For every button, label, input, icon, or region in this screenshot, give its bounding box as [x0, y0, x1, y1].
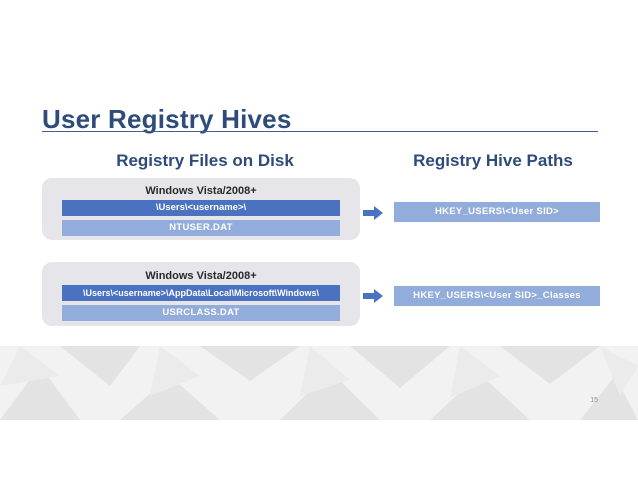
hive-file-bar: USRCLASS.DAT: [62, 305, 340, 321]
hive-file-bar: NTUSER.DAT: [62, 220, 340, 236]
slide-title: User Registry Hives: [42, 104, 292, 134]
registry-file-panel: Windows Vista/2008+ \Users\<username>\ N…: [42, 178, 360, 240]
page-number: 15: [590, 397, 598, 404]
registry-file-panel: Windows Vista/2008+ \Users\<username>\Ap…: [42, 262, 360, 326]
file-path-bar: \Users\<username>\: [62, 200, 340, 216]
hive-path-box: HKEY_USERS\<User SID>: [394, 202, 600, 222]
title-underline: [42, 131, 598, 132]
right-arrow-icon: [363, 289, 383, 303]
low-poly-background: [0, 346, 638, 420]
os-label: Windows Vista/2008+: [145, 270, 257, 282]
file-path-bar: \Users\<username>\AppData\Local\Microsof…: [62, 285, 340, 301]
right-column-heading: Registry Hive Paths: [413, 151, 573, 170]
right-arrow-icon: [363, 206, 383, 220]
hive-path-box: HKEY_USERS\<User SID>_Classes: [394, 286, 600, 306]
os-label: Windows Vista/2008+: [145, 185, 257, 197]
left-column-heading: Registry Files on Disk: [116, 151, 294, 170]
